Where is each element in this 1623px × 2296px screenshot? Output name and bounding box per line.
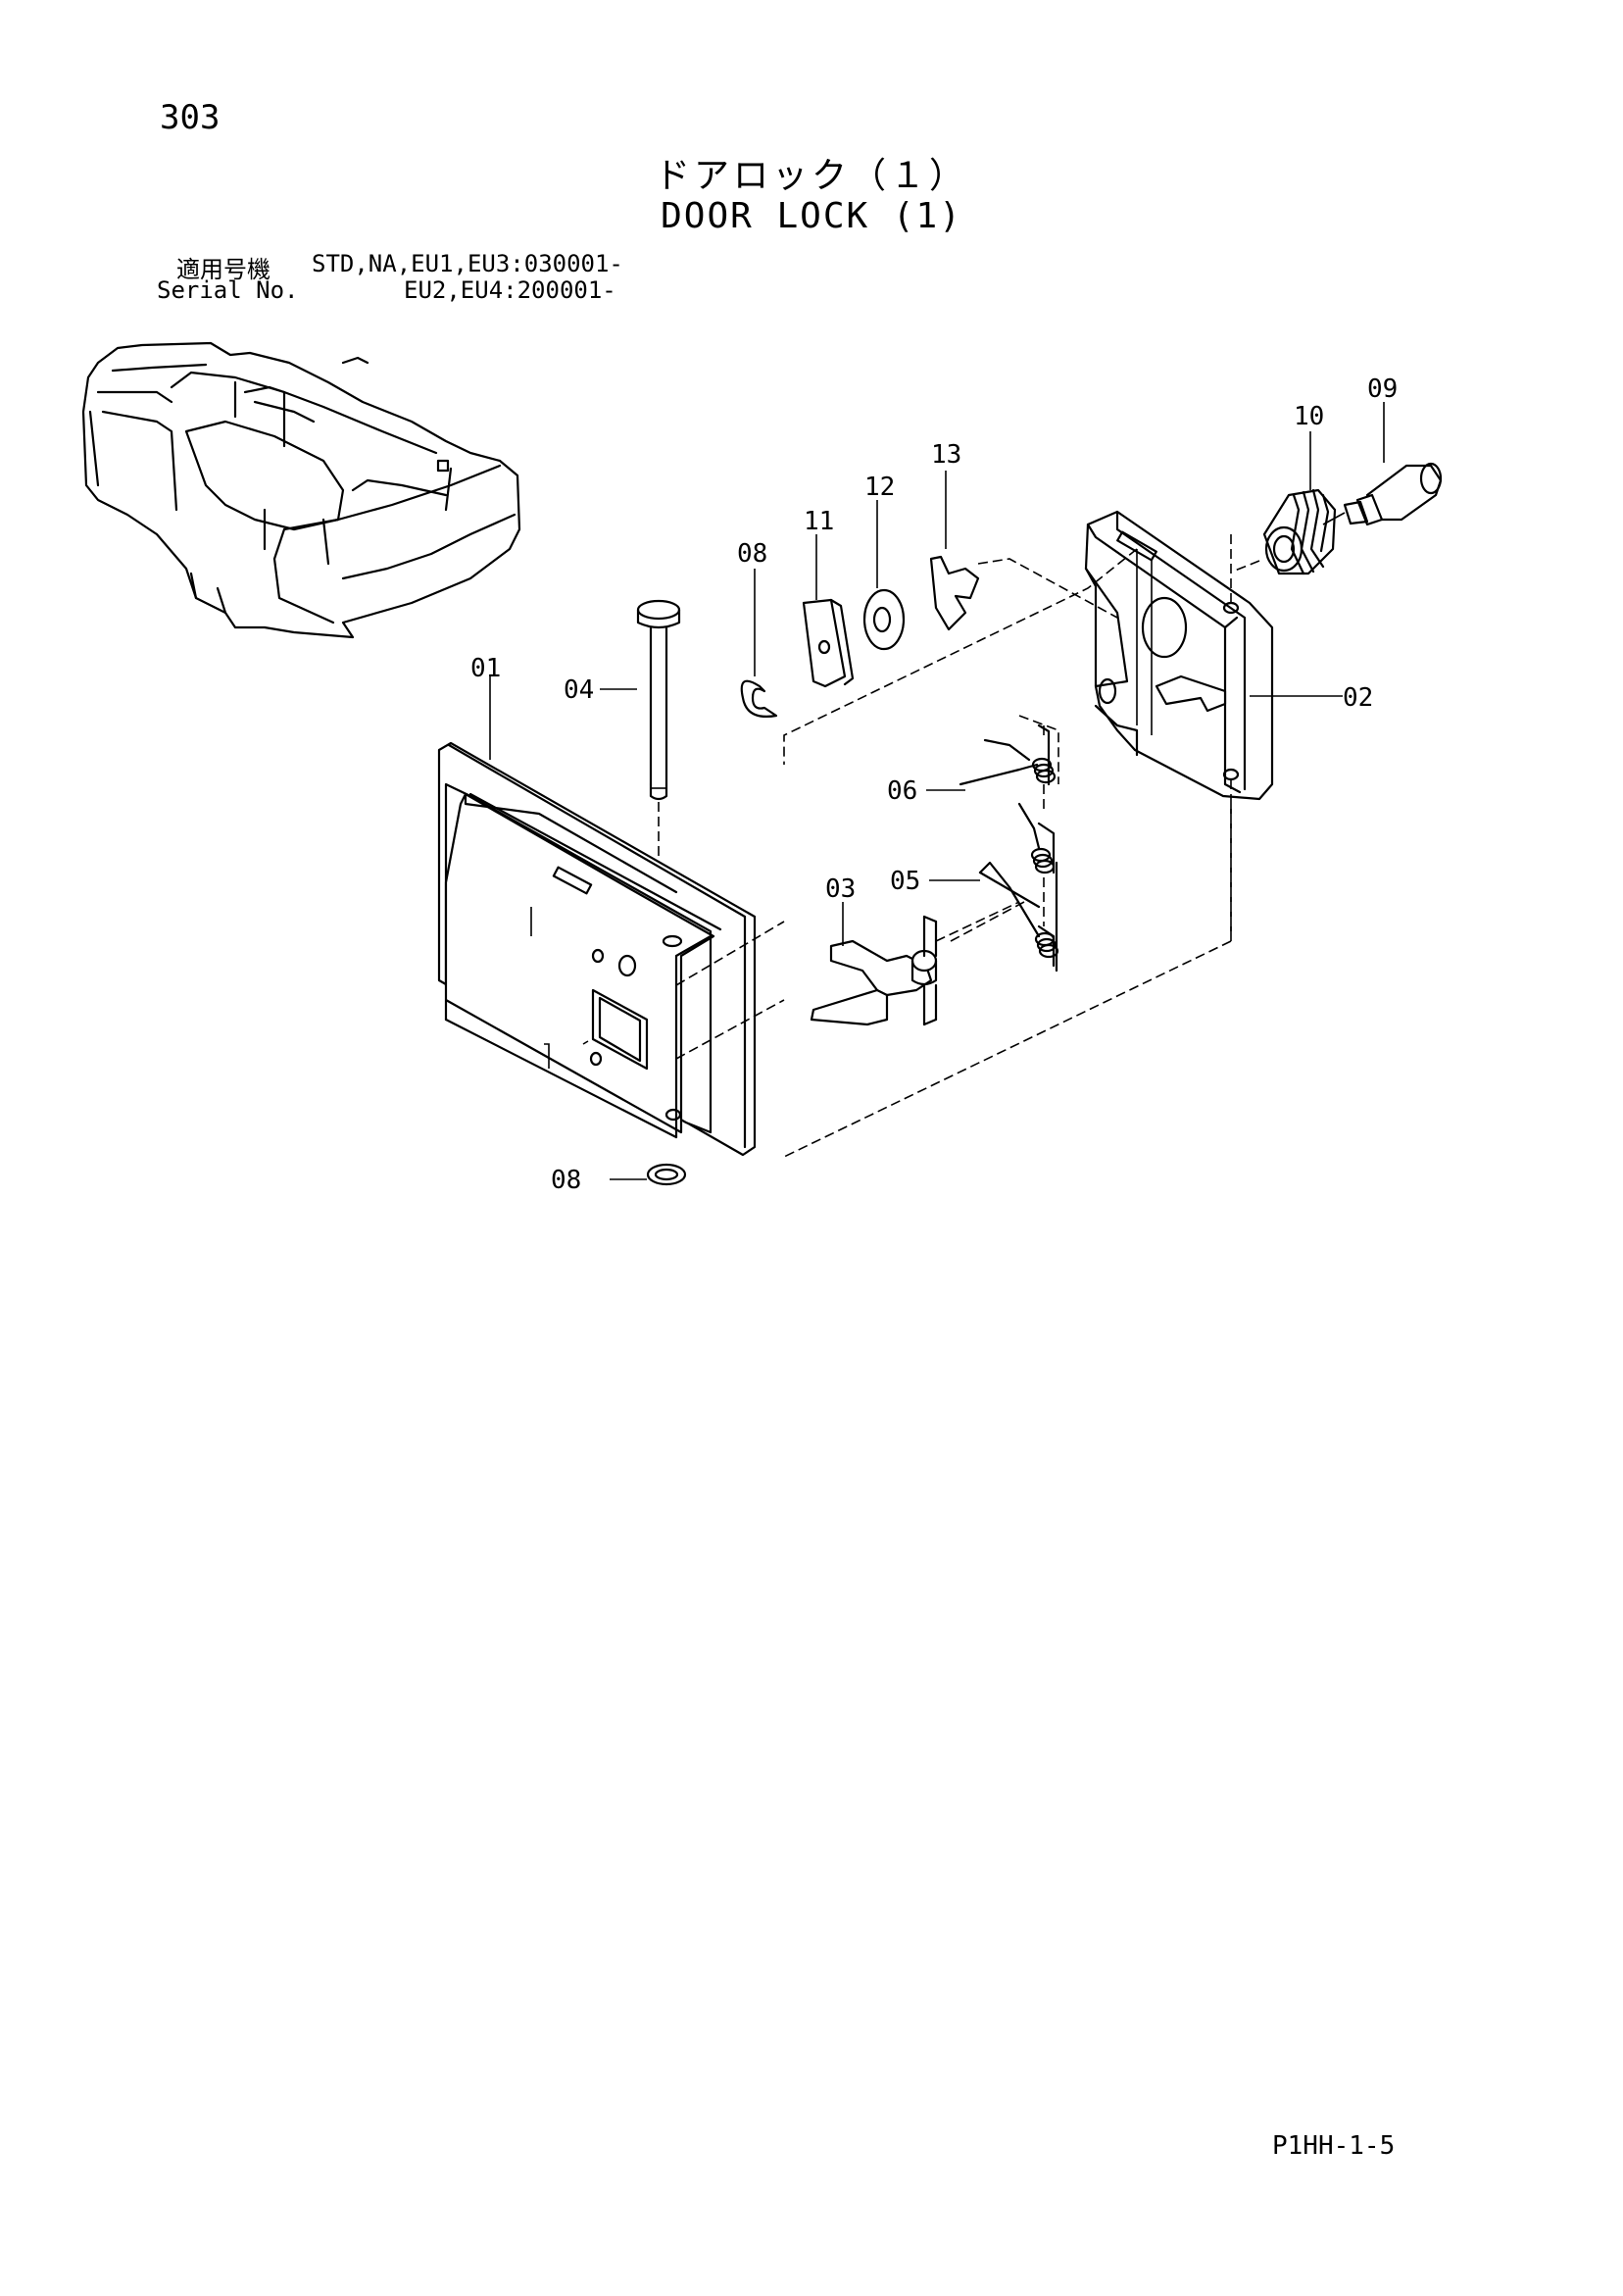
label-part-05: 05 — [890, 867, 920, 896]
excavator-locator-sketch — [81, 341, 521, 639]
label-part-06: 06 — [887, 776, 917, 806]
part-10-bushing — [1234, 488, 1337, 575]
part-12-washer — [862, 588, 906, 651]
label-part-04: 04 — [564, 675, 594, 705]
label-part-03: 03 — [825, 874, 856, 904]
part-02-bracket — [783, 510, 1274, 1158]
leader-lines — [489, 402, 1385, 1180]
label-part-08-top: 08 — [737, 539, 767, 569]
label-part-01: 01 — [470, 654, 501, 683]
part-03-latch — [810, 901, 1020, 1026]
title-japanese: ドアロック（１） — [654, 156, 968, 196]
label-part-12: 12 — [864, 473, 895, 502]
part-08-ring-bottom — [646, 1163, 687, 1186]
part-06-spring — [959, 715, 1059, 814]
label-part-09: 09 — [1367, 374, 1398, 404]
label-part-02: 02 — [1343, 683, 1373, 713]
page-number: 303 — [160, 98, 221, 137]
serial-label-english: Serial No. — [157, 276, 299, 304]
label-part-13: 13 — [931, 440, 961, 470]
serial-label-japanese: 適用号機 — [176, 256, 270, 283]
part-13-clip — [929, 555, 1118, 631]
page-code: P1HH-1-5 — [1272, 2131, 1396, 2161]
part-01-lock-body — [437, 741, 785, 1157]
label-part-08-bottom: 08 — [551, 1166, 581, 1195]
title-english: DOOR LOCK (1) — [661, 196, 962, 236]
serial-range-1: STD,NA,EU1,EU3:030001- — [312, 250, 623, 277]
part-08-e-ring-top — [740, 679, 778, 718]
part-05-spring — [950, 802, 1059, 973]
part-09-key-cylinder — [1322, 462, 1443, 526]
label-part-11: 11 — [804, 507, 834, 536]
serial-range-2: EU2,EU4:200001- — [404, 276, 616, 304]
label-part-10: 10 — [1294, 402, 1324, 431]
part-11-plate — [802, 598, 855, 688]
